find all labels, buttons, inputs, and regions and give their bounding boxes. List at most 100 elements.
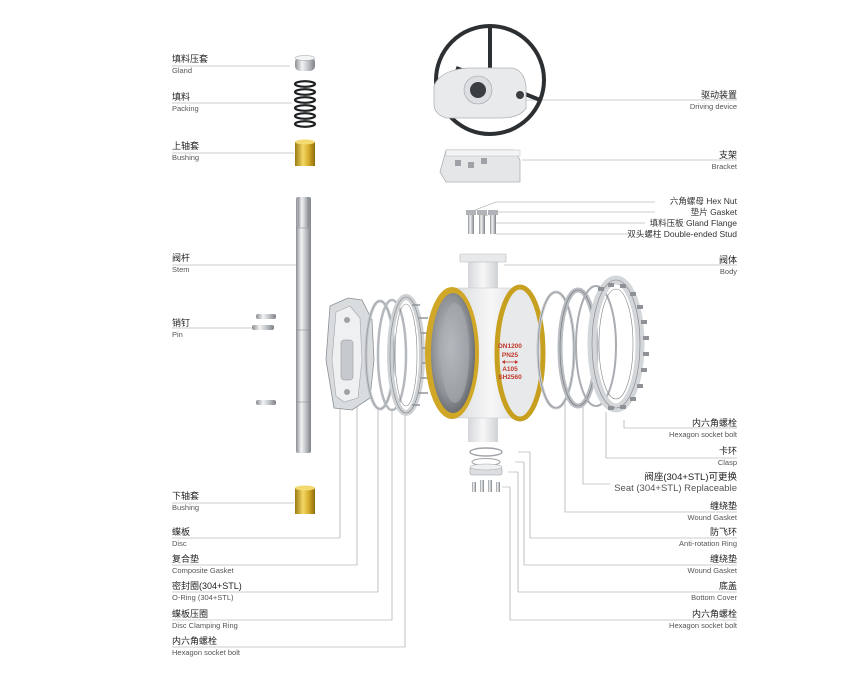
label-clasp: 卡环 Clasp	[718, 446, 737, 468]
label-anti-rotation-ring-en: Anti-rotation Ring	[679, 539, 737, 548]
label-anti-rotation-ring-zh: 防飞环	[709, 527, 737, 537]
label-clasp-zh: 卡环	[718, 446, 737, 456]
label-wound-gasket-1-en: Wound Gasket	[687, 513, 737, 522]
label-o-ring-en: O-Ring (304+STL)	[172, 593, 234, 602]
label-gland: 填料压套 Gland	[172, 54, 208, 76]
label-right-hexagon-bolt-top: 内六角螺栓 Hexagon socket bolt	[669, 418, 737, 440]
label-right-hexagon-bolt-bottom-zh: 内六角螺栓	[691, 609, 737, 619]
label-lower-bushing: 下轴套 Bushing	[172, 491, 199, 513]
upper-bushing	[295, 139, 315, 166]
label-upper-bushing-en: Bushing	[172, 153, 200, 162]
gearbox	[433, 67, 527, 119]
label-stem: 阀杆 Stem	[172, 253, 190, 275]
valve-body	[425, 253, 546, 442]
bracket-part	[439, 149, 521, 183]
label-bracket-zh: 支架	[718, 150, 737, 160]
body-marking-line1: DN1200	[498, 343, 522, 350]
flange-ring	[587, 275, 645, 413]
lower-bushing	[295, 485, 315, 514]
body-marking-line3: A105	[502, 366, 518, 373]
label-stem-en: Stem	[172, 265, 190, 274]
label-wound-gasket-2: 缠绕垫 Wound Gasket	[688, 554, 737, 576]
label-left-hexagon-bolt: 内六角螺栓 Hexagon socket bolt	[172, 636, 240, 658]
label-anti-rotation-ring: 防飞环 Anti-rotation Ring	[679, 527, 737, 549]
label-right-hexagon-bolt-top-zh: 内六角螺栓	[691, 418, 737, 428]
label-hex-nut-text: 六角螺母 Hex Nut	[669, 196, 737, 206]
label-wound-gasket-1-zh: 缠绕垫	[709, 501, 737, 511]
label-composite-gasket-zh: 复合垫	[172, 554, 200, 564]
label-gland-flange: 填料压板 Gland Flange	[650, 218, 737, 229]
label-pin: 销钉 Pin	[172, 318, 190, 340]
composite-gasket-ring	[364, 299, 396, 411]
label-driving-device: 驱动装置 Driving device	[690, 90, 737, 112]
label-composite-gasket: 复合垫 Composite Gasket	[172, 554, 234, 576]
wound-gasket-right	[536, 290, 576, 410]
label-seat-en: Seat (304+STL) Replaceable	[614, 483, 737, 494]
label-gland-zh: 填料压套	[172, 54, 209, 64]
label-hex-nut: 六角螺母 Hex Nut	[670, 196, 737, 207]
label-disc-clamping-ring-en: Disc Clamping Ring	[172, 621, 238, 630]
packing-rings	[293, 80, 317, 128]
label-right-hexagon-bolt-bottom: 内六角螺栓 Hexagon socket bolt	[669, 609, 737, 631]
label-body: 阀体 Body	[719, 255, 737, 277]
stem-part	[296, 197, 311, 453]
label-o-ring-zh: 密封圈(304+STL)	[172, 581, 242, 591]
label-pin-zh: 销钉	[172, 318, 191, 328]
label-double-ended-stud-text: 双头螺柱 Double-ended Stud	[627, 229, 737, 239]
label-right-hexagon-bolt-top-en: Hexagon socket bolt	[669, 430, 737, 439]
label-gasket: 垫片 Gasket	[691, 207, 737, 218]
o-ring-part	[376, 298, 408, 412]
label-packing-zh: 填料	[172, 92, 191, 102]
label-lower-bushing-en: Bushing	[172, 503, 200, 512]
flange-bolts	[598, 283, 649, 410]
label-composite-gasket-en: Composite Gasket	[172, 566, 234, 575]
label-driving-device-zh: 驱动装置	[700, 90, 737, 100]
label-left-hexagon-bolt-zh: 内六角螺栓	[172, 636, 218, 646]
body-marking: DN1200 PN25 A105 SH2560	[498, 343, 522, 381]
body-marking-line2: PN25	[502, 352, 519, 359]
label-stem-zh: 阀杆	[172, 253, 191, 263]
label-wound-gasket-2-en: Wound Gasket	[687, 566, 737, 575]
pin-parts	[252, 314, 276, 405]
label-disc: 蝶板 Disc	[172, 527, 190, 549]
label-gland-flange-text: 填料压板 Gland Flange	[649, 218, 737, 228]
label-body-en: Body	[719, 267, 737, 276]
label-packing: 填料 Packing	[172, 92, 199, 114]
label-disc-clamping-ring-zh: 蝶板压圈	[172, 609, 209, 619]
label-right-hexagon-bolt-bottom-en: Hexagon socket bolt	[669, 621, 737, 630]
label-bottom-cover-zh: 底盖	[718, 581, 737, 591]
label-wound-gasket-1: 缠绕垫 Wound Gasket	[688, 501, 737, 523]
clasp-ring	[575, 285, 617, 407]
studs-nuts	[466, 210, 498, 234]
label-disc-clamping-ring: 蝶板压圈 Disc Clamping Ring	[172, 609, 238, 631]
label-left-hexagon-bolt-en: Hexagon socket bolt	[172, 648, 240, 657]
label-clasp-en: Clasp	[717, 458, 737, 467]
label-packing-en: Packing	[172, 104, 199, 113]
label-disc-en: Disc	[172, 539, 187, 548]
label-double-ended-stud: 双头螺柱 Double-ended Stud	[627, 229, 737, 240]
label-o-ring: 密封圈(304+STL) O-Ring (304+STL)	[172, 581, 242, 603]
leader-lines	[172, 65, 737, 648]
label-bracket: 支架 Bracket	[712, 150, 737, 172]
body-marking-line4: SH2560	[498, 374, 522, 381]
label-disc-zh: 蝶板	[172, 527, 191, 537]
label-upper-bushing: 上轴套 Bushing	[172, 141, 199, 163]
gland-part	[294, 55, 316, 71]
label-bottom-cover-en: Bottom Cover	[691, 593, 737, 602]
label-bottom-cover: 底盖 Bottom Cover	[691, 581, 737, 603]
label-wound-gasket-2-zh: 缠绕垫	[709, 554, 737, 564]
label-pin-en: Pin	[172, 330, 183, 339]
label-gland-en: Gland	[172, 66, 193, 75]
label-body-zh: 阀体	[718, 255, 737, 265]
label-seat: 阀座(304+STL)可更换 Seat (304+STL) Replaceabl…	[614, 472, 737, 494]
label-driving-device-en: Driving device	[689, 102, 737, 111]
label-upper-bushing-zh: 上轴套	[172, 141, 200, 151]
label-bracket-en: Bracket	[711, 162, 737, 171]
disc-clamping-ring	[387, 294, 425, 416]
disc-part	[325, 297, 375, 411]
label-gasket-text: 垫片 Gasket	[690, 207, 737, 217]
label-lower-bushing-zh: 下轴套	[172, 491, 200, 501]
bottom-parts	[469, 447, 503, 492]
label-seat-zh: 阀座(304+STL)可更换	[644, 472, 737, 483]
